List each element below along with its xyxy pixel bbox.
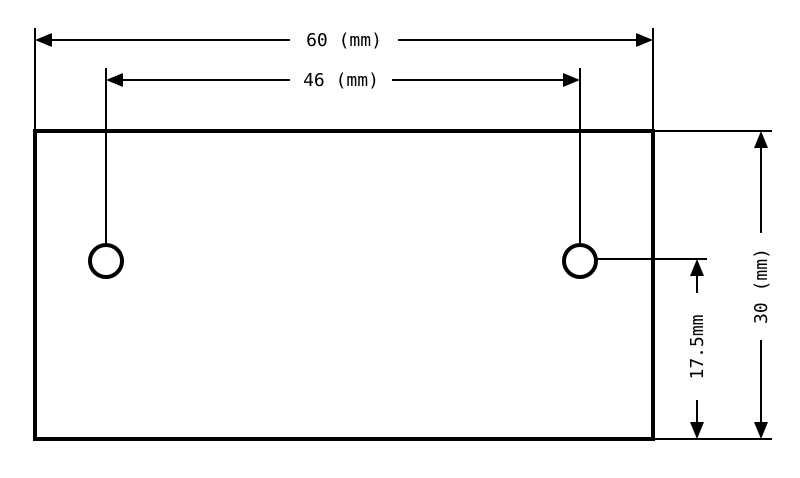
right-hole xyxy=(562,243,598,279)
overall-width-label: 60 (mm) xyxy=(306,30,382,51)
overall-height-label: 30 (mm) xyxy=(751,248,772,324)
overall-width-dimension: 60 (mm) xyxy=(34,28,654,131)
arrowhead-top xyxy=(690,259,704,276)
hole-spacing-label: 46 (mm) xyxy=(303,70,379,91)
arrowhead-left xyxy=(106,73,123,87)
arrowhead-top xyxy=(754,131,768,148)
arrowhead-left xyxy=(35,33,52,47)
plate-outline xyxy=(33,129,655,441)
overall-height-dimension: 30 (mm) xyxy=(653,130,772,440)
hole-spacing-dimension: 46 (mm) xyxy=(105,68,581,245)
arrowhead-bottom xyxy=(690,422,704,439)
hole-height-label: 17.5mm xyxy=(687,314,708,379)
arrowhead-right xyxy=(636,33,653,47)
hole-height-dimension: 17.5mm xyxy=(596,258,708,439)
left-hole xyxy=(88,243,124,279)
arrowhead-bottom xyxy=(754,422,768,439)
arrowhead-right xyxy=(563,73,580,87)
